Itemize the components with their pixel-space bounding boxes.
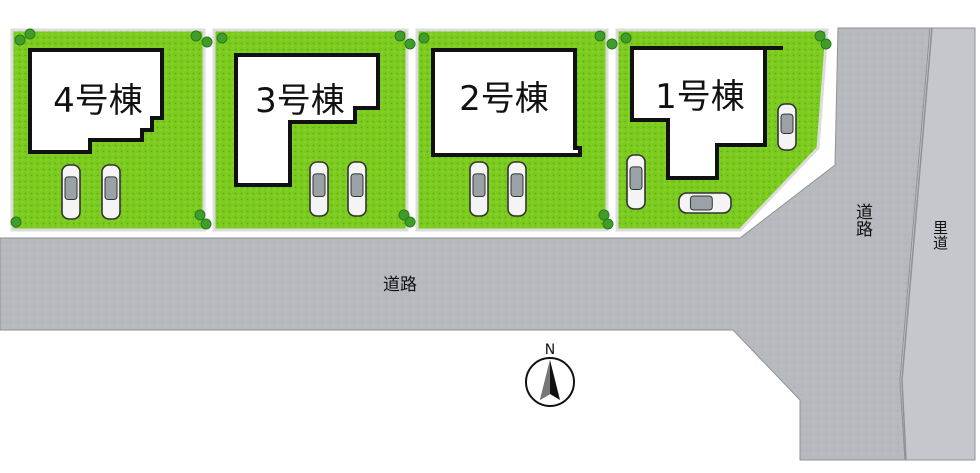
car-4 [347, 161, 367, 217]
car-7 [626, 154, 646, 210]
shrub-7 [404, 38, 416, 50]
north-compass: N [525, 342, 575, 407]
shrub-19 [602, 218, 614, 230]
building-2 [431, 48, 582, 157]
shrub-18 [598, 209, 610, 221]
shrub-2 [24, 28, 36, 40]
lot-3-label: 3号棟 [255, 81, 345, 121]
car-5 [469, 161, 489, 217]
shrub-1 [14, 34, 26, 46]
car-6 [507, 161, 527, 217]
building-1 [630, 46, 767, 180]
shrub-14 [194, 209, 206, 221]
shrubs [10, 28, 832, 230]
car-1 [61, 164, 81, 220]
car-2 [101, 164, 121, 220]
lot-4-label: 4号棟 [53, 81, 143, 121]
car-3 [309, 161, 329, 217]
car-9 [678, 192, 732, 214]
shrub-6 [394, 30, 406, 42]
lot-1-label: 1号棟 [655, 77, 745, 117]
shrub-12 [814, 30, 826, 42]
shrub-5 [216, 32, 228, 44]
farm-road [899, 27, 976, 461]
shrub-3 [190, 30, 202, 42]
shrub-20 [10, 216, 22, 228]
shrub-13 [820, 38, 832, 50]
lot-2-label: 2号棟 [459, 79, 549, 119]
shrub-9 [594, 30, 606, 42]
farm-road-label: 里道 [931, 220, 949, 250]
building-3 [234, 53, 380, 187]
shrub-15 [200, 218, 212, 230]
car-8 [777, 103, 797, 151]
building-4 [28, 48, 164, 154]
main-road-label: 道路 [383, 275, 417, 295]
shrub-17 [404, 216, 416, 228]
shrub-4 [201, 36, 213, 48]
shrub-8 [418, 32, 430, 44]
road-divider-lower [901, 379, 907, 461]
shrub-11 [620, 32, 632, 44]
shrub-16 [398, 209, 410, 221]
side-road-label: 道路 [852, 203, 873, 237]
parking-cars [61, 103, 797, 220]
road-divider [901, 27, 933, 381]
north-label: N [545, 342, 555, 358]
shrub-10 [606, 38, 618, 50]
